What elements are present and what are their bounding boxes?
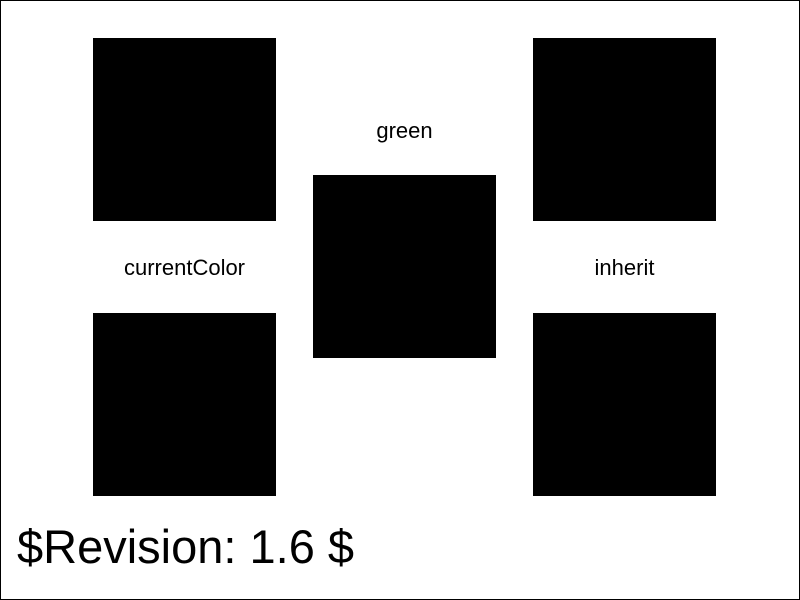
inherit-label: inherit bbox=[594, 255, 655, 280]
bottom-left-square bbox=[93, 313, 276, 496]
top-right-square bbox=[533, 38, 716, 221]
green-label: green bbox=[376, 118, 433, 143]
top-left-square bbox=[93, 38, 276, 221]
bottom-right-square bbox=[533, 313, 716, 496]
currentcolor-label: currentColor bbox=[123, 255, 246, 280]
revision-text: $Revision: 1.6 $ bbox=[17, 520, 355, 573]
center-square bbox=[313, 175, 496, 358]
